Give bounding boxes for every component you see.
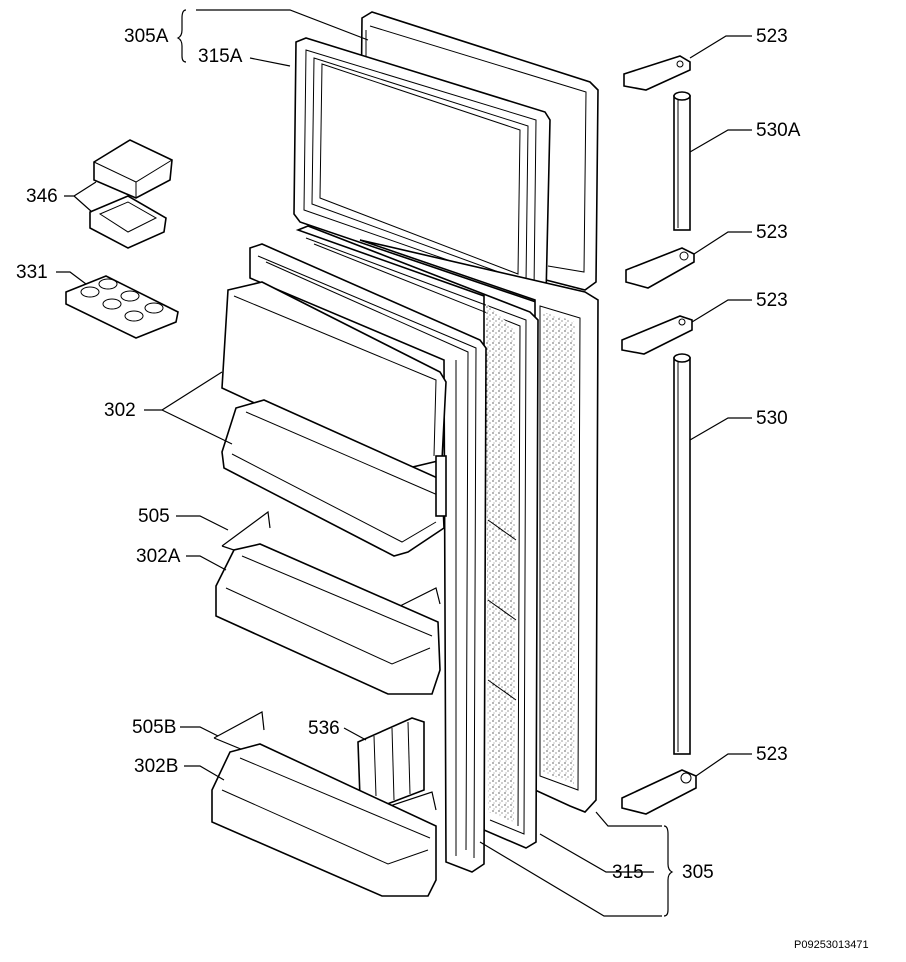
- freezer-door-gasket: [293, 37, 551, 303]
- label-331: 331: [16, 262, 48, 283]
- hinge-bracket-top: [623, 55, 691, 91]
- hinge-bracket-mid-lower: [621, 315, 693, 355]
- label-302: 302: [104, 400, 136, 421]
- label-315: 315: [612, 862, 644, 883]
- label-305a: 305A: [124, 26, 169, 47]
- label-302b: 302B: [134, 756, 178, 777]
- bottle-separator: [357, 717, 425, 807]
- hinge-bracket-bottom: [621, 769, 697, 815]
- egg-tray: [65, 275, 179, 339]
- label-505: 505: [138, 506, 170, 527]
- leader-lines: [56, 9, 752, 917]
- label-346: 346: [26, 186, 58, 207]
- butter-dish: [89, 139, 173, 249]
- label-302a: 302A: [136, 546, 181, 567]
- label-315a: 315A: [198, 46, 243, 67]
- label-523-mid-upper: 523: [756, 222, 788, 243]
- fridge-door-inner-liner: [249, 243, 487, 873]
- fridge-door-gasket: [295, 225, 539, 849]
- lower-door-bin: [211, 743, 437, 897]
- label-536: 536: [308, 718, 340, 739]
- label-530a: 530A: [756, 120, 801, 141]
- middle-door-bin: [215, 543, 441, 695]
- label-305: 305: [682, 862, 714, 883]
- drawing-code: P09253013471: [794, 939, 869, 951]
- hinge-pin-long: [673, 353, 691, 755]
- hinge-pin-short: [673, 91, 691, 231]
- label-523-mid-lower: 523: [756, 290, 788, 311]
- label-505b: 505B: [132, 717, 176, 738]
- label-530: 530: [756, 408, 788, 429]
- hinge-bracket-mid-upper: [625, 247, 695, 289]
- label-523-top: 523: [756, 26, 788, 47]
- upper-door-bin-with-lid: [221, 281, 447, 557]
- label-523-bottom: 523: [756, 744, 788, 765]
